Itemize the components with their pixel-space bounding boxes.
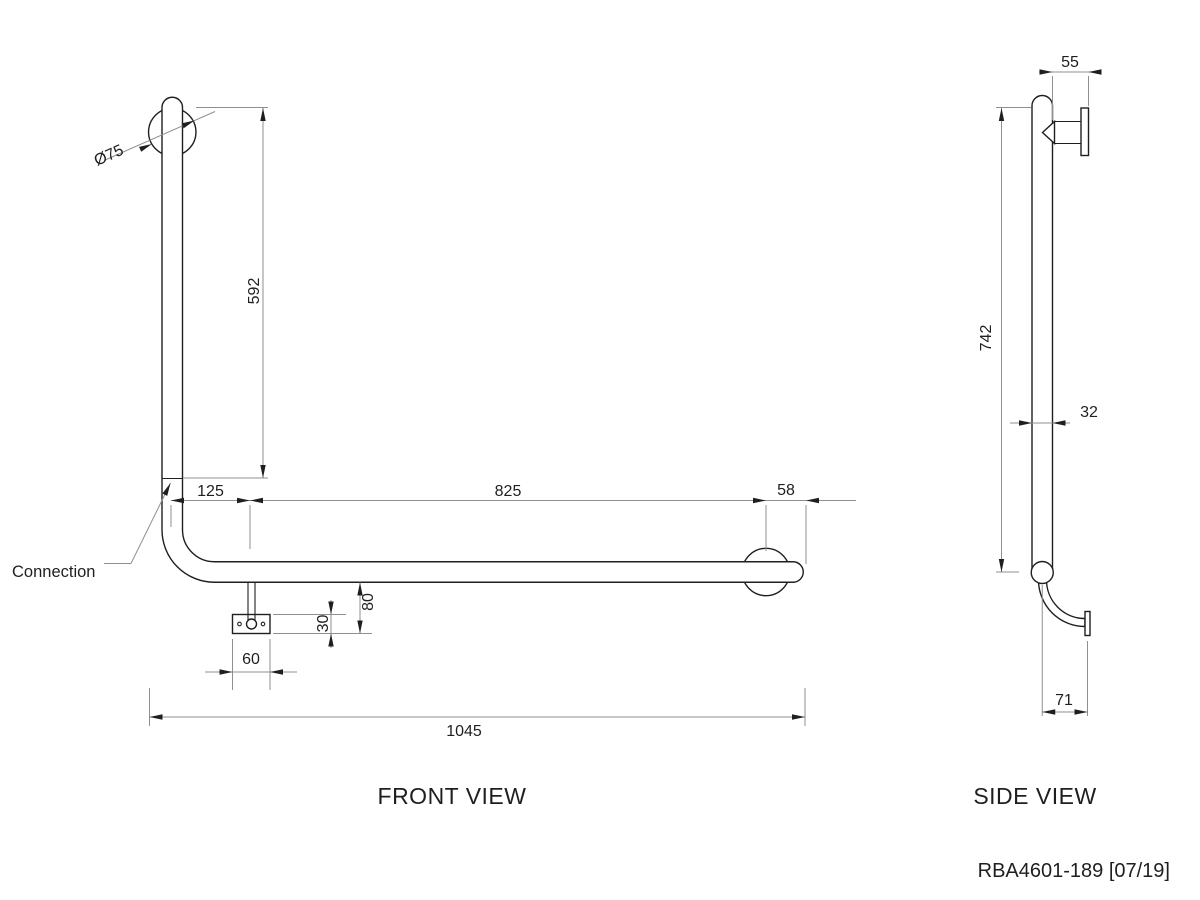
dim-leg-offset: 71	[1055, 692, 1073, 709]
dim-bracket-offset: 125	[197, 483, 224, 500]
dim-arrow	[998, 108, 1005, 121]
dim-arrow	[260, 108, 266, 121]
dim-arrow	[1042, 709, 1056, 715]
dim-arrow	[219, 669, 233, 675]
support-leg-curve	[1037, 579, 1086, 628]
bracket-center-hole	[245, 618, 258, 630]
dim-arrow	[792, 714, 805, 720]
dim-wall-clearance: 55	[1061, 54, 1079, 71]
dim-side-vertical-height: 742	[978, 325, 995, 352]
dim-arrow	[1052, 420, 1066, 426]
grab-rail-outline	[161, 96, 804, 583]
dim-plate-width: 60	[242, 651, 260, 668]
dim-arrow	[998, 559, 1005, 572]
bottom-wall-plate	[1084, 610, 1091, 637]
dim-plate-height: 30	[315, 615, 332, 633]
dim-arrow	[328, 601, 334, 615]
dim-arrow	[250, 497, 263, 504]
dim-tube-diameter: 32	[1080, 404, 1098, 421]
dim-arrow	[270, 669, 283, 675]
document-code: RBA4601-189 [07/19]	[978, 860, 1170, 882]
dim-arrow	[806, 497, 819, 504]
top-wall-plate	[1080, 107, 1090, 157]
front-dimension-lines	[103, 107, 856, 726]
dim-vertical-height: 592	[246, 278, 263, 305]
side-view-label: SIDE VIEW	[973, 783, 1096, 809]
dim-horizontal-span: 825	[495, 483, 522, 500]
connection-label: Connection	[12, 563, 95, 581]
dim-arrow	[237, 497, 250, 504]
dim-arrow	[149, 714, 163, 720]
bracket-screw-hole-right	[260, 621, 266, 627]
dim-arrow	[753, 497, 766, 504]
dim-overall-length: 1045	[446, 723, 482, 740]
dim-arrow	[357, 620, 363, 634]
side-view: 55 742 32 71 SIDE VIEW	[973, 54, 1102, 809]
dim-arrow	[1039, 69, 1053, 75]
dim-flange-diameter: Ø75	[92, 142, 127, 170]
front-view-label: FRONT VIEW	[378, 783, 527, 809]
dim-arrow	[328, 633, 334, 647]
dim-arrow	[1088, 69, 1102, 75]
dim-end-overhang: 58	[777, 482, 795, 499]
ball-joint	[1030, 560, 1054, 585]
dim-arrow	[1074, 709, 1088, 715]
dim-arrow	[1019, 420, 1032, 426]
bracket-screw-hole-left	[237, 621, 242, 627]
mount-cone	[1041, 119, 1056, 146]
front-view: Ø75 592 125 825 58 80 30 60 1045 Connect…	[12, 96, 856, 809]
side-tube-outline	[1031, 94, 1054, 572]
dim-arrow	[260, 465, 266, 478]
dim-drop-to-plate: 80	[360, 593, 377, 611]
